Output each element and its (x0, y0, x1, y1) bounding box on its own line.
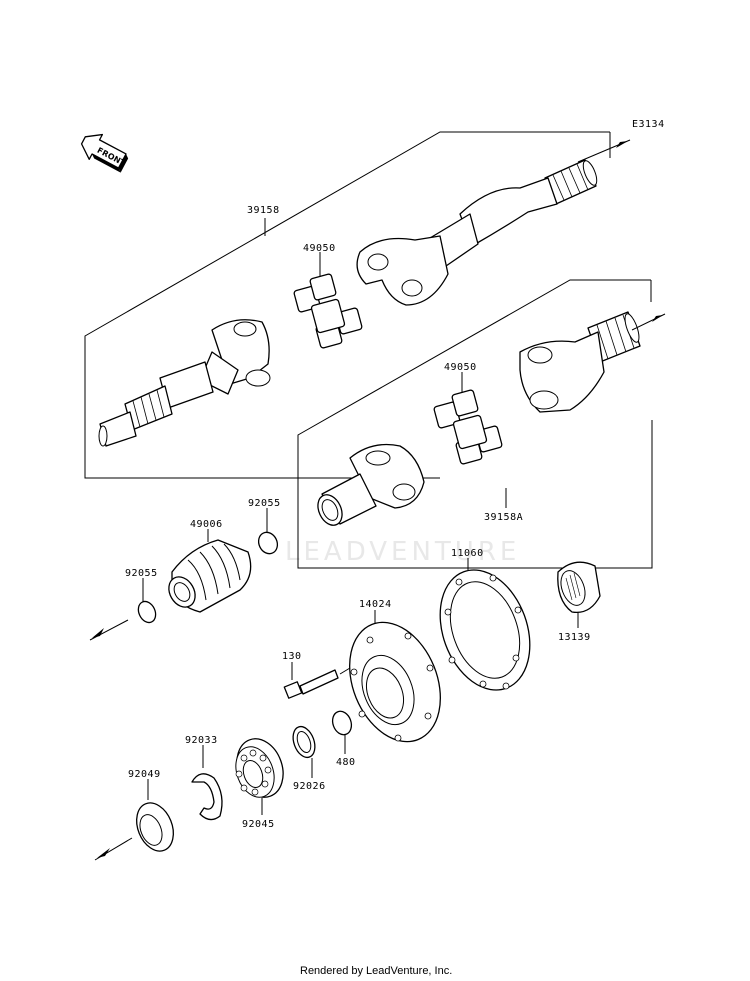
label-92055-upper: 92055 (248, 498, 281, 509)
label-92055-lower: 92055 (125, 568, 158, 579)
label-39158A: 39158A (484, 512, 523, 523)
label-39158: 39158 (247, 205, 280, 216)
label-11060: 11060 (451, 548, 484, 559)
label-92026: 92026 (293, 781, 326, 792)
bolt-130 (283, 662, 351, 699)
label-49050-lower: 49050 (444, 362, 477, 373)
watermark: LEADVENTURE (285, 537, 520, 567)
label-14024: 14024 (359, 599, 392, 610)
label-49050-upper: 49050 (303, 243, 336, 254)
bearing-92045 (235, 738, 284, 815)
circlip-480 (331, 710, 353, 754)
snap-ring-92033 (191, 745, 223, 821)
washer-92026 (292, 725, 316, 778)
front-arrow-icon: FRONT (80, 133, 129, 173)
o-ring-92055-lower (89, 578, 157, 641)
o-ring-92055-upper (257, 508, 279, 555)
universal-joint-cross-upper (293, 252, 363, 349)
boot-49006 (168, 529, 252, 613)
label-13139: 13139 (558, 632, 591, 643)
label-480: 480 (336, 757, 356, 768)
lower-shaft-box (297, 279, 653, 569)
housing-14024 (349, 610, 441, 743)
coupling-13139 (557, 561, 601, 628)
drive-shaft-39158A (317, 311, 641, 526)
label-92045: 92045 (242, 819, 275, 830)
footer-credit: Rendered by LeadVenture, Inc. (300, 965, 452, 977)
gasket-11060 (439, 558, 531, 691)
universal-joint-cross-lower (433, 372, 503, 465)
label-92033: 92033 (185, 735, 218, 746)
label-92049: 92049 (128, 769, 161, 780)
diagram-code: E3134 (632, 119, 665, 130)
drive-shaft-39158 (98, 159, 598, 447)
label-130: 130 (282, 651, 302, 662)
oil-seal-92049 (94, 779, 174, 861)
label-49006: 49006 (190, 519, 223, 530)
